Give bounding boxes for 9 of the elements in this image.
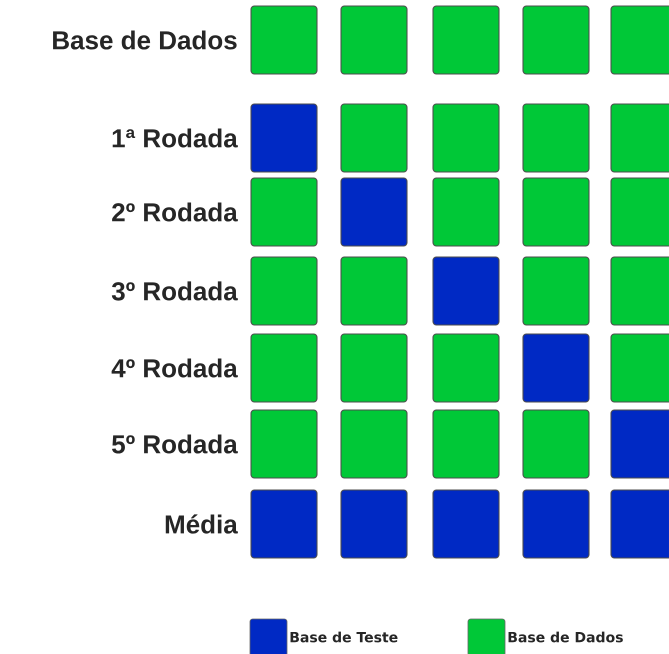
legend-label: Base de Teste xyxy=(290,632,398,642)
row-label: 1ª Rodada xyxy=(112,128,238,148)
row-label: 5º Rodada xyxy=(112,434,238,454)
row-label: 3º Rodada xyxy=(112,281,238,301)
row-label: Base de Dados xyxy=(53,30,237,50)
row-label: Média xyxy=(166,514,238,534)
row-label: 4º Rodada xyxy=(112,358,238,378)
legend-label: Base de Dados xyxy=(508,632,623,642)
row-label: 2º Rodada xyxy=(112,202,238,222)
